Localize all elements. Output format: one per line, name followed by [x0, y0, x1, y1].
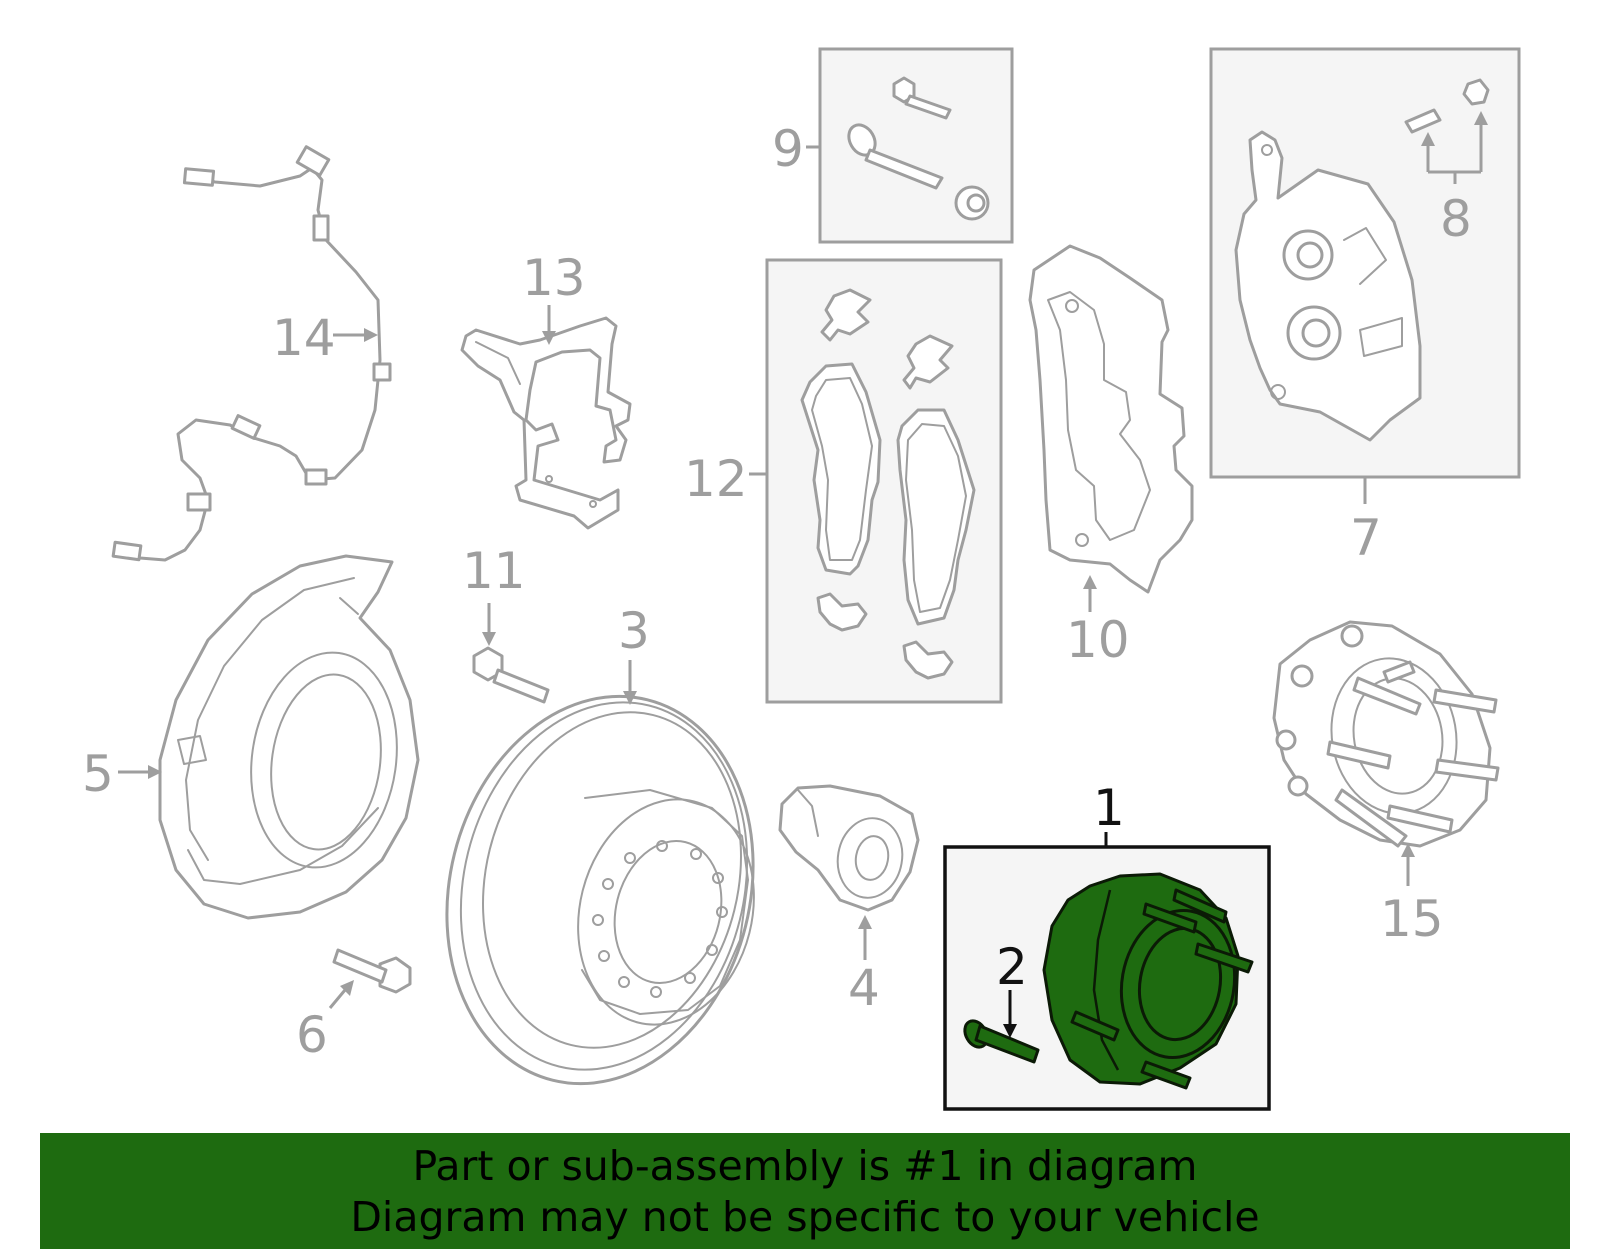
part-6-bolt[interactable]: [328, 948, 412, 1009]
part-1-hub-assembly[interactable]: [1042, 872, 1254, 1090]
banner-line-1: Part or sub-assembly is #1 in diagram: [412, 1142, 1198, 1190]
rotor-stud-holes: [592, 840, 728, 998]
callout-7: 7: [1350, 509, 1382, 567]
part-13-bracket[interactable]: [460, 305, 632, 530]
part-3-brake-rotor[interactable]: [407, 660, 793, 1116]
callout-10: 10: [1066, 611, 1130, 669]
callout-9: 9: [772, 120, 804, 178]
callout-8: 8: [1440, 190, 1472, 248]
callout-1: 1: [1093, 779, 1125, 837]
part-12-pads-box[interactable]: [749, 258, 1003, 704]
part-9-box[interactable]: [806, 47, 1014, 244]
part-10-caliper-bracket[interactable]: [1028, 244, 1194, 612]
part-2-wheel-stud[interactable]: [960, 1017, 1040, 1064]
callout-2: 2: [996, 938, 1028, 996]
callout-3: 3: [618, 602, 650, 660]
callout-12: 12: [684, 450, 748, 508]
part-1-hub-assembly-box[interactable]: [943, 832, 1271, 1111]
callout-13: 13: [522, 249, 586, 307]
part-14-wheel-speed-sensor-harness[interactable]: [111, 145, 392, 562]
callout-5: 5: [82, 745, 114, 803]
hub-15-lugs: [1326, 660, 1500, 848]
part-15-hub[interactable]: [1272, 620, 1500, 886]
callout-11: 11: [462, 542, 526, 600]
part-5-dust-shield[interactable]: [118, 554, 420, 920]
callout-4: 4: [848, 959, 880, 1017]
part-7-caliper-box[interactable]: [1209, 47, 1521, 504]
part-11-bolt[interactable]: [472, 603, 550, 704]
part-4-hub-seal[interactable]: [778, 784, 920, 960]
callout-14: 14: [272, 309, 336, 367]
info-banner: Part or sub-assembly is #1 in diagram Di…: [40, 1133, 1570, 1249]
callout-15: 15: [1380, 890, 1444, 948]
callout-6: 6: [296, 1006, 328, 1064]
banner-line-2: Diagram may not be specific to your vehi…: [350, 1193, 1260, 1241]
